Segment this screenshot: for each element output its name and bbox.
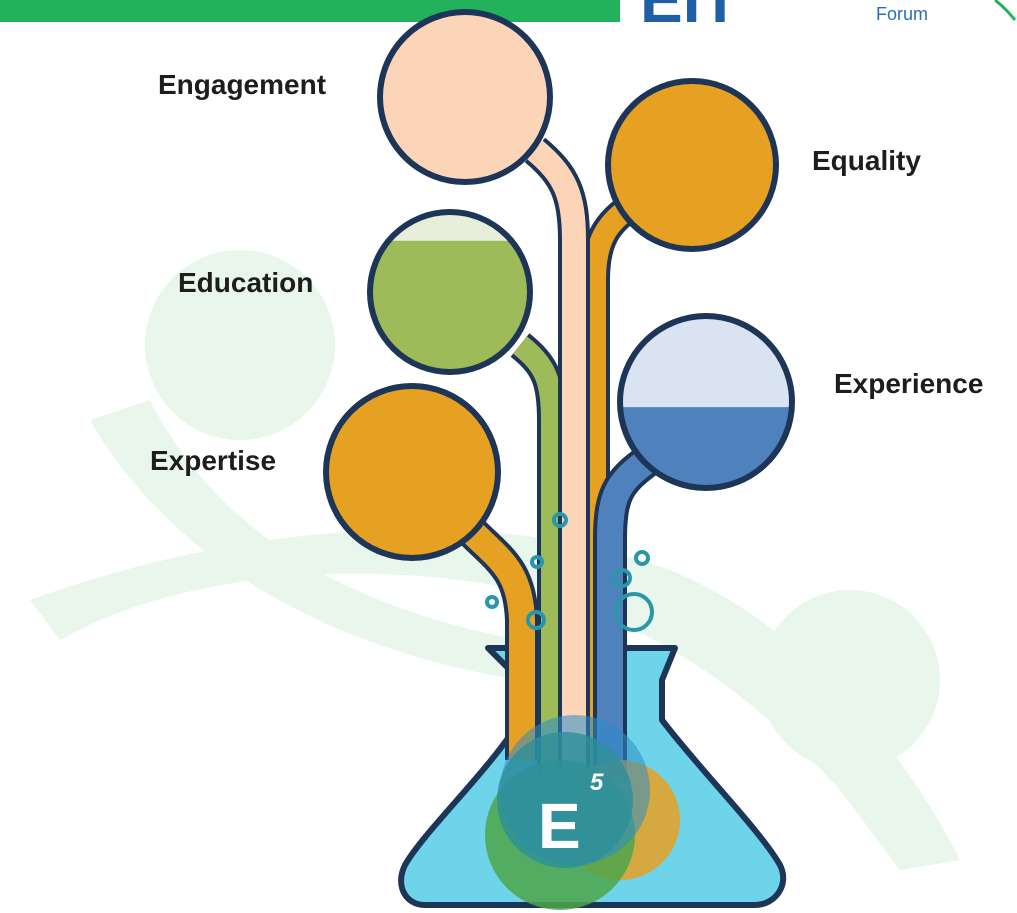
bubble-5 <box>634 550 650 566</box>
label-education: Education <box>178 267 313 298</box>
blob-teal <box>497 732 633 868</box>
bubble-1 <box>485 595 499 609</box>
flask-exponent: 5 <box>590 769 604 796</box>
label-engagement: Engagement <box>158 69 326 100</box>
logo-subtitle: Forum <box>876 4 928 24</box>
tube-education <box>512 336 563 780</box>
circle-equality <box>605 78 779 252</box>
watermark-swoosh <box>30 529 960 870</box>
bubble-6 <box>612 568 632 588</box>
flask-letter: E <box>538 790 581 862</box>
bubble-2 <box>530 555 544 569</box>
logo-swoosh <box>994 0 1017 21</box>
watermark-figure <box>30 250 960 870</box>
education-fill-level <box>370 240 530 372</box>
label-experience: Experience <box>834 368 983 399</box>
header-bar <box>0 0 620 22</box>
watermark-arm <box>90 400 520 680</box>
circle-education <box>367 209 533 375</box>
label-expertise: Expertise <box>150 445 276 476</box>
bubbles <box>485 512 654 632</box>
bubble-3 <box>526 610 546 630</box>
circle-engagement <box>377 9 553 185</box>
flask-blobs: E 5 <box>485 715 680 910</box>
watermark-head-left <box>145 250 335 440</box>
eit-logo: EIT Forum <box>640 0 1017 36</box>
tube-engagement <box>527 140 586 770</box>
tube-expertise <box>460 520 535 760</box>
bubble-4 <box>552 512 568 528</box>
logo-letters: EIT <box>640 0 740 36</box>
circle-expertise <box>323 383 501 561</box>
label-equality: Equality <box>812 145 921 176</box>
bubble-7 <box>614 592 654 632</box>
experience-fill-level <box>620 407 792 488</box>
